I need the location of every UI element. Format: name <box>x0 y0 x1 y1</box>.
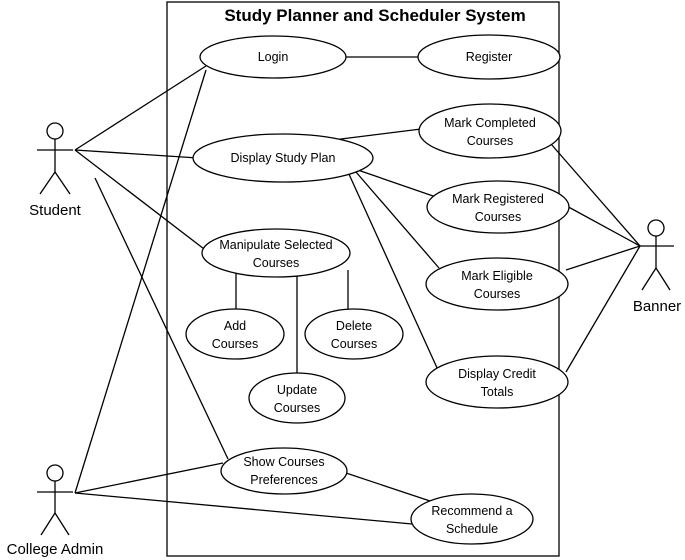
actor-banner-limb <box>641 267 657 291</box>
assoc-admin-recommend <box>74 492 413 525</box>
use-case-mark-registered-oval <box>426 180 570 234</box>
use-case-display-study-plan-label: Display Study Plan <box>231 151 336 165</box>
use-case-manipulate-selected-label: Manipulate Selected <box>219 238 332 252</box>
assoc-student-display-study-plan <box>74 149 199 159</box>
use-case-recommend-schedule: Recommend a Schedule <box>410 493 534 545</box>
use-case-recommend-schedule-label: Schedule <box>446 522 498 536</box>
use-case-delete-courses-oval <box>304 308 404 360</box>
actor-college-admin: College Admin <box>7 464 104 558</box>
use-case-add-courses-oval <box>185 308 285 360</box>
use-case-display-study-plan: Display Study Plan <box>192 133 374 183</box>
assoc-student-login <box>74 65 207 151</box>
use-case-update-courses: Update Courses <box>248 372 346 424</box>
college-admin-head <box>46 464 64 482</box>
assoc-admin-show-preferences <box>74 462 224 494</box>
use-case-show-courses-preferences-oval <box>220 447 348 495</box>
use-case-mark-completed-label: Mark Completed <box>444 116 536 130</box>
assoc-plan-mark-eligible <box>355 171 440 269</box>
use-case-mark-eligible-label: Courses <box>474 287 521 301</box>
use-case-display-credit-totals-oval <box>425 355 569 409</box>
use-case-mark-eligible: Mark Eligible Courses <box>425 257 569 311</box>
assoc-banner-mark-completed <box>550 143 641 247</box>
use-case-manipulate-selected-oval <box>201 228 351 278</box>
associations <box>74 56 641 525</box>
use-case-display-credit-totals-label: Totals <box>481 385 514 399</box>
use-case-update-courses-label: Update <box>277 383 317 397</box>
use-case-show-courses-preferences: Show Courses Preferences <box>220 447 348 495</box>
actor-college-admin-limb <box>40 512 56 536</box>
assoc-preferences-recommend <box>345 472 434 503</box>
college-admin-label: College Admin <box>7 541 104 558</box>
assoc-student-show-preferences <box>94 177 229 460</box>
assoc-admin-login <box>74 69 207 494</box>
use-case-delete-courses: Delete Courses <box>304 308 404 360</box>
assoc-student-manipulate-selected <box>74 149 209 253</box>
use-case-show-courses-preferences-label: Preferences <box>250 473 317 487</box>
use-case-mark-completed-label: Courses <box>467 134 514 148</box>
use-case-register: Register <box>417 34 561 80</box>
use-case-register-label: Register <box>466 50 513 64</box>
student-head <box>46 122 64 140</box>
use-case-display-study-plan-oval <box>192 133 374 183</box>
use-case-show-courses-preferences-label: Show Courses <box>243 455 324 469</box>
assoc-plan-display-credit <box>347 171 439 371</box>
use-case-update-courses-oval <box>248 372 346 424</box>
actor-student-limb <box>39 171 56 195</box>
actor-college-admin-limb <box>54 512 70 536</box>
banner-label: Banner <box>633 298 681 315</box>
student-label: Student <box>29 202 82 219</box>
use-case-login-label: Login <box>258 50 289 64</box>
use-case-display-credit-totals: Display Credit Totals <box>425 355 569 409</box>
assoc-plan-mark-registered <box>351 167 437 198</box>
use-case-delete-courses-label: Delete <box>336 319 372 333</box>
assoc-banner-mark-eligible <box>565 245 641 271</box>
use-case-mark-completed-oval <box>418 103 562 159</box>
actor-banner-limb <box>655 267 671 291</box>
actor-student: Student <box>29 122 82 219</box>
use-case-mark-eligible-label: Mark Eligible <box>461 269 533 283</box>
banner-head <box>647 219 665 237</box>
use-case-display-credit-totals-label: Display Credit <box>458 367 536 381</box>
use-case-mark-eligible-oval <box>425 257 569 311</box>
use-case-manipulate-selected-label: Courses <box>253 256 300 270</box>
assoc-plan-mark-completed <box>332 127 430 141</box>
assoc-banner-mark-registered <box>562 203 641 247</box>
use-case-mark-registered-label: Mark Registered <box>452 192 544 206</box>
use-case-login-oval <box>199 35 347 79</box>
use-case-recommend-schedule-oval <box>410 493 534 545</box>
actor-student-limb <box>54 171 71 195</box>
assoc-banner-display-credit <box>565 245 641 373</box>
use-case-recommend-schedule-label: Recommend a <box>431 504 512 518</box>
use-case-add-courses: Add Courses <box>185 308 285 360</box>
use-case-mark-registered-label: Courses <box>475 210 522 224</box>
use-case-login: Login <box>199 35 347 79</box>
use-case-delete-courses-label: Courses <box>331 337 378 351</box>
use-case-manipulate-selected: Manipulate Selected Courses <box>201 228 351 278</box>
use-case-mark-completed: Mark Completed Courses <box>418 103 562 159</box>
actor-banner: Banner <box>633 219 681 315</box>
use-case-mark-registered: Mark Registered Courses <box>426 180 570 234</box>
use-case-add-courses-label: Add <box>224 319 246 333</box>
use-case-register-oval <box>417 34 561 80</box>
system-title: Study Planner and Scheduler System <box>224 6 525 25</box>
use-case-update-courses-label: Courses <box>274 401 321 415</box>
use-case-add-courses-label: Courses <box>212 337 259 351</box>
